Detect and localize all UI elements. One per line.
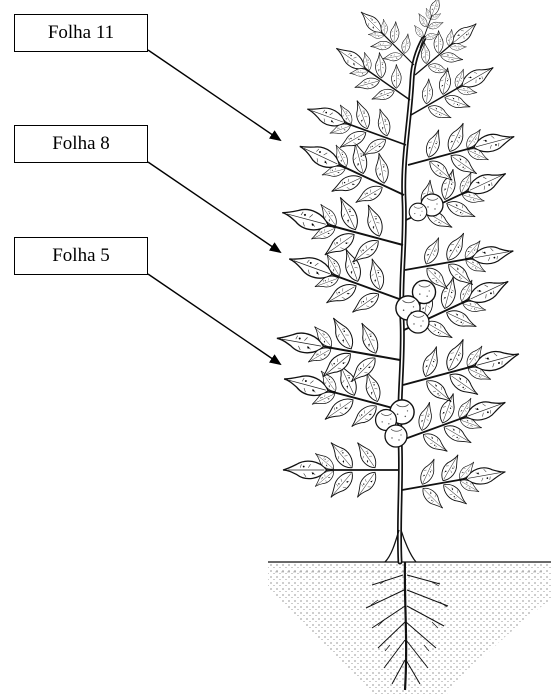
arrow-leaf-11	[148, 50, 280, 140]
label-leaf-11: Folha 11	[14, 14, 148, 52]
arrows	[148, 50, 280, 364]
soil	[268, 562, 551, 696]
arrow-leaf-8	[148, 162, 280, 252]
label-leaf-8: Folha 8	[14, 125, 148, 163]
label-leaf-5: Folha 5	[14, 237, 148, 275]
arrow-leaf-5	[148, 274, 280, 364]
tomato-fruits	[376, 194, 443, 447]
